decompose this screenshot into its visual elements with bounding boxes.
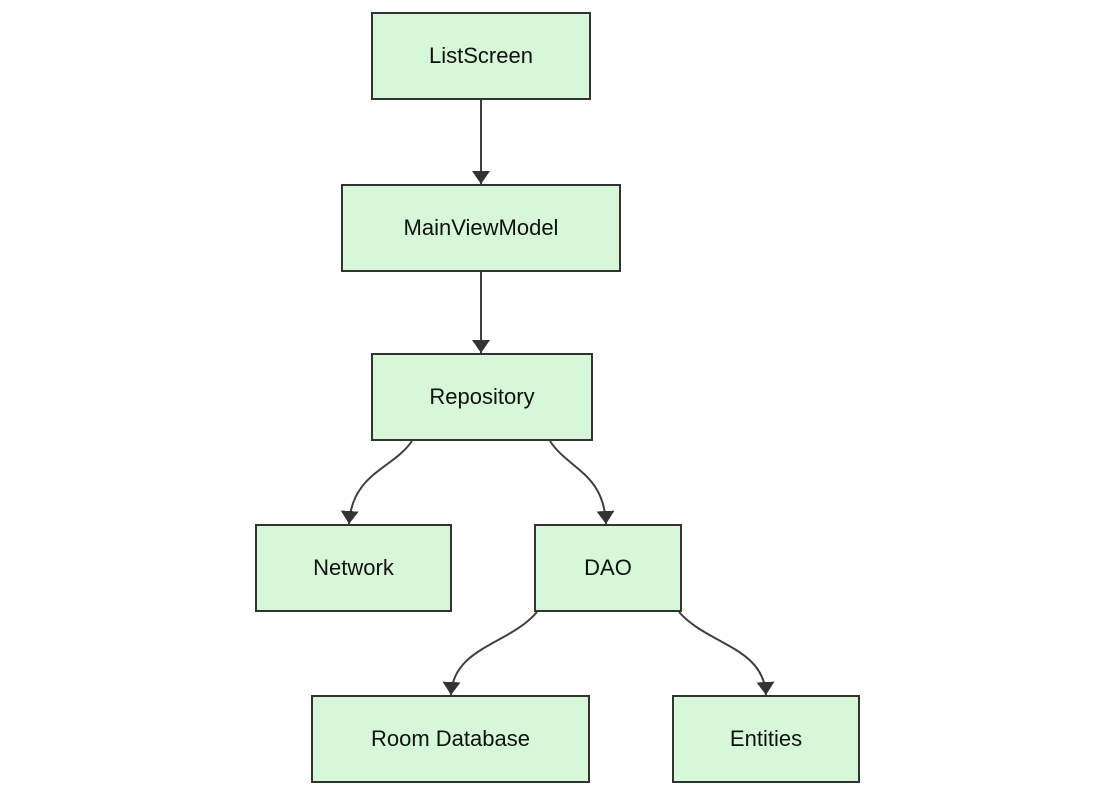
node-roomdatabase: Room Database [311,695,590,783]
node-label: ListScreen [429,43,533,68]
node-label: Entities [729,726,803,751]
node-label: Room Database [371,726,530,751]
node-label: Repository [429,384,535,409]
node-entities: Entities [672,695,860,783]
node-dao: DAO [534,524,682,612]
edge-repository-network [340,440,413,525]
node-network: Network [255,524,452,612]
node-label: DAO [584,555,632,580]
edge-dao-entities [678,611,775,696]
node-label: MainViewModel [403,215,559,240]
edge-dao-roomdatabase [442,611,538,696]
node-repository: Repository [371,353,593,441]
node-listscreen: ListScreen [371,12,591,100]
node-label: Network [313,555,394,580]
node-mainviewmodel: MainViewModel [341,184,621,272]
edge-repository-dao [549,440,615,525]
